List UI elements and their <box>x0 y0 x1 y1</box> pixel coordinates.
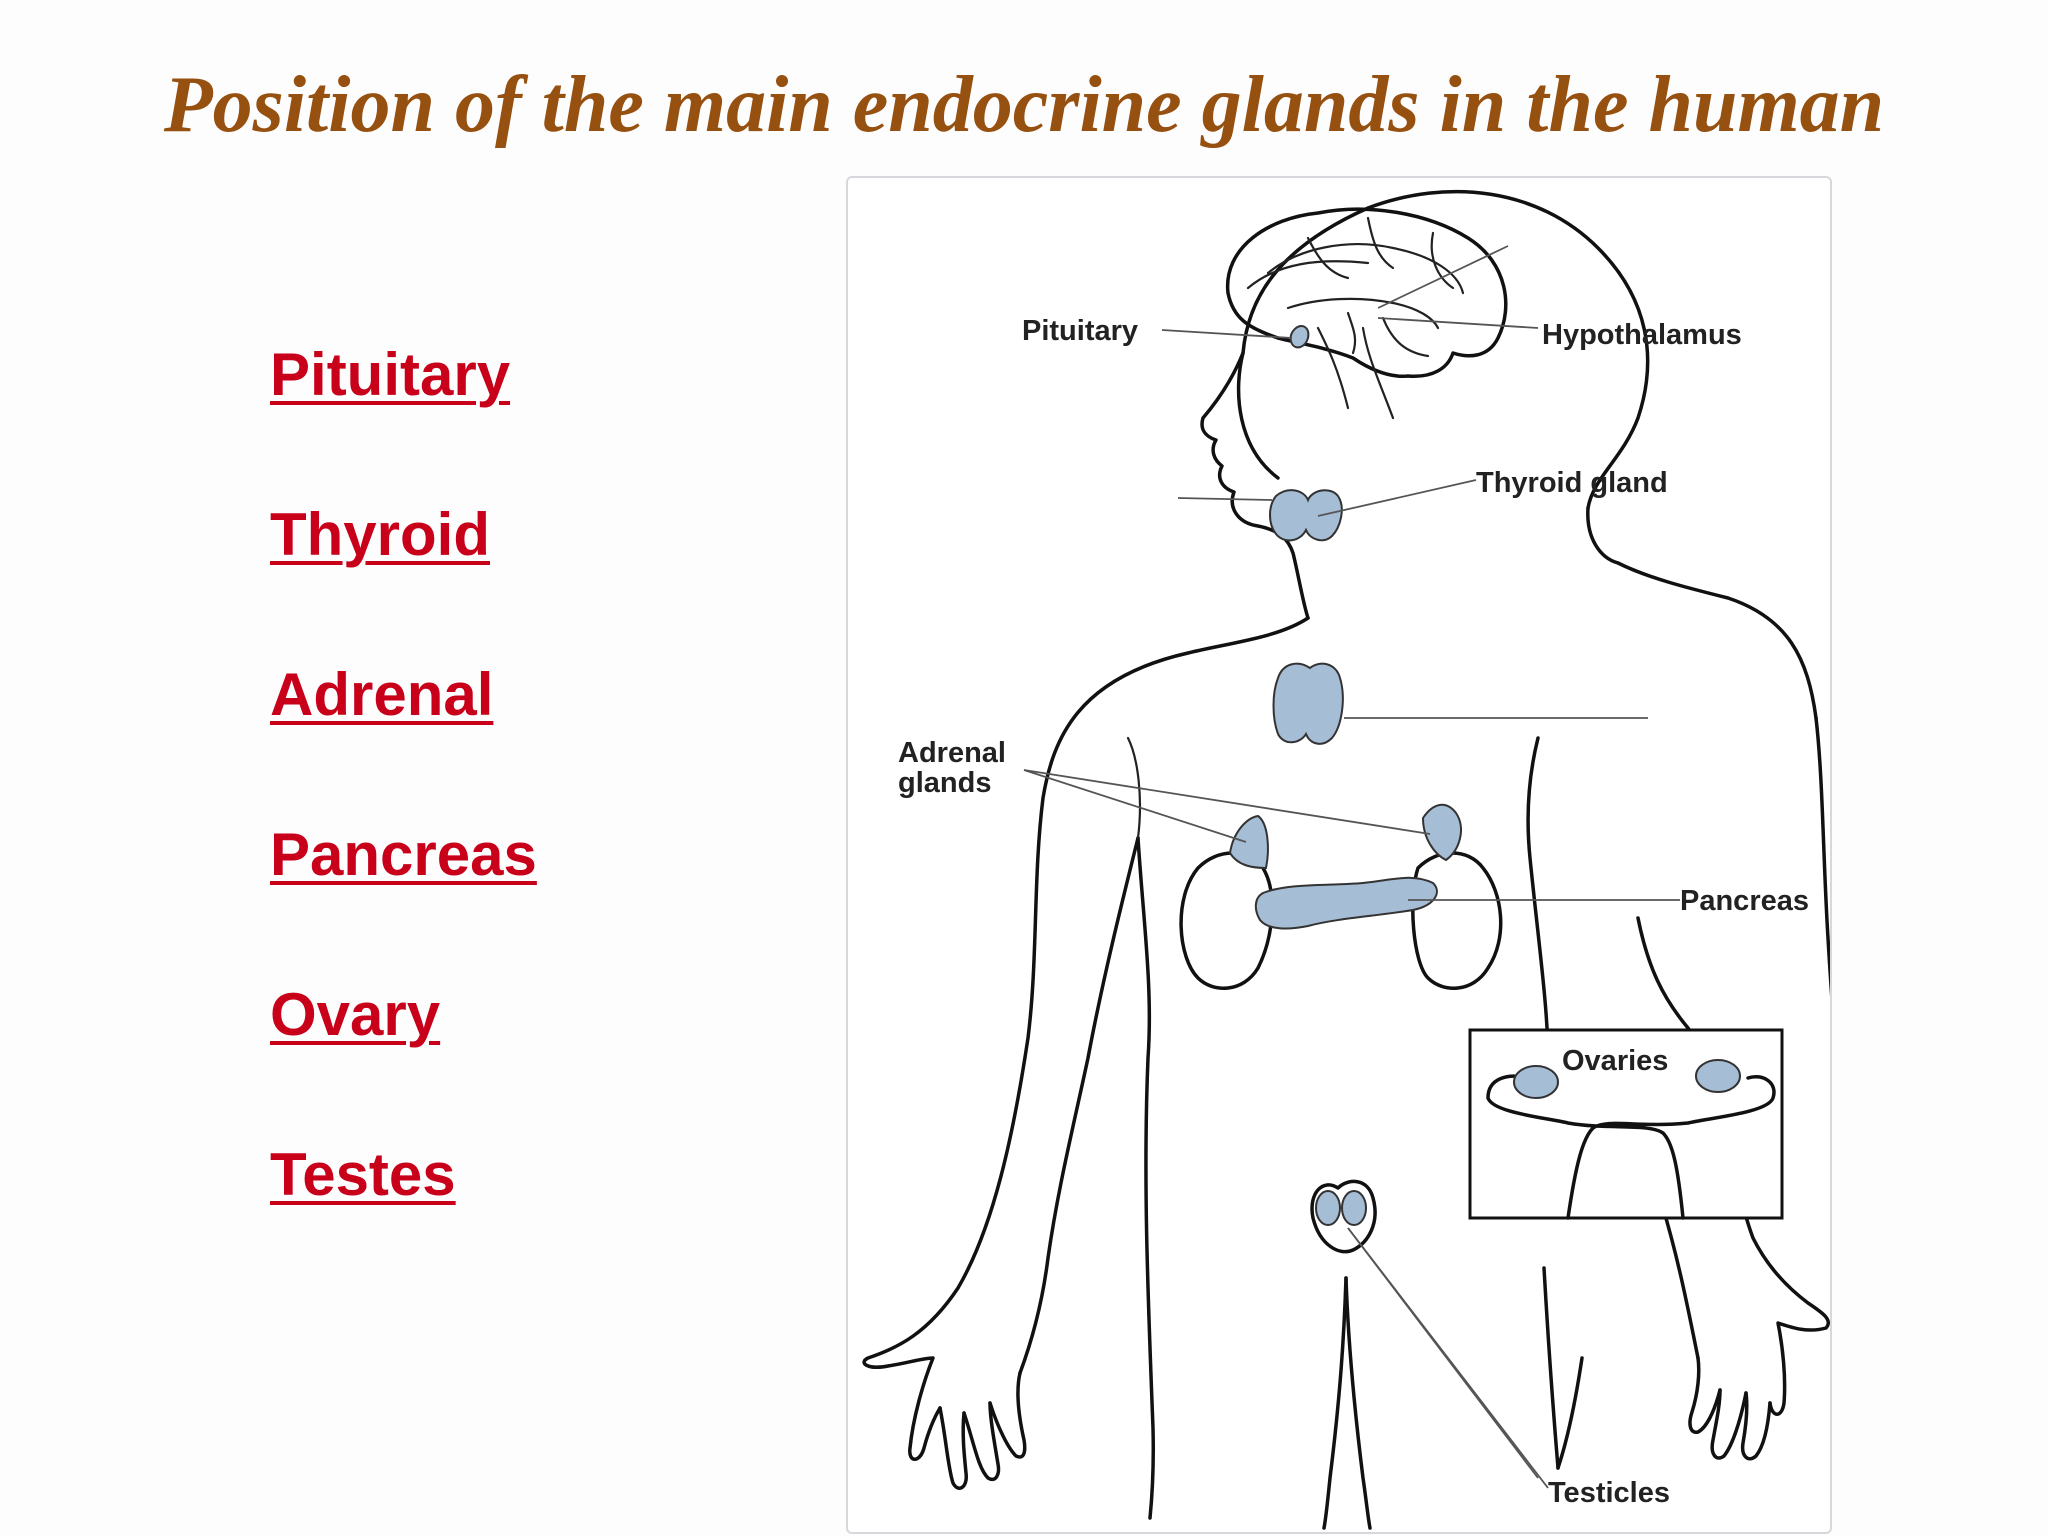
link-pituitary[interactable]: Pituitary <box>270 341 511 408</box>
label-adrenal-line1: Adrenal <box>898 737 1006 769</box>
label-pancreas: Pancreas <box>1680 885 1809 917</box>
link-thyroid[interactable]: Thyroid <box>270 501 490 568</box>
label-pituitary: Pituitary <box>1022 315 1138 347</box>
link-pancreas[interactable]: Pancreas <box>270 821 537 888</box>
link-ovary[interactable]: Ovary <box>270 981 441 1048</box>
gland-list-item: Adrenal <box>270 660 537 820</box>
brain-illustration <box>1225 207 1508 420</box>
ovaries-inset <box>1468 1028 1784 1220</box>
leader-lines <box>1023 245 1680 1489</box>
kidneys-and-adrenals <box>1179 803 1503 990</box>
human-body-outline <box>862 189 1830 1530</box>
gland-list-item: Ovary <box>270 980 537 1140</box>
label-adrenal-line2: glands <box>898 767 991 799</box>
label-ovaries: Ovaries <box>1562 1045 1668 1077</box>
link-adrenal[interactable]: Adrenal <box>270 661 494 728</box>
label-hypothalamus: Hypothalamus <box>1542 319 1742 351</box>
link-testes[interactable]: Testes <box>270 1141 456 1208</box>
gland-list-item: Pancreas <box>270 820 537 980</box>
thymus-gland-shape <box>1272 662 1344 745</box>
gland-list-item: Thyroid <box>270 500 537 660</box>
gland-link-list: Pituitary Thyroid Adrenal Pancreas Ovary… <box>270 340 537 1300</box>
slide-title: Position of the main endocrine glands in… <box>163 61 1885 149</box>
endocrine-diagram: Pituitary Hypothalamus Thyroid gland Adr… <box>862 189 1830 1530</box>
pancreas-gland-shape <box>1254 876 1438 930</box>
label-thyroid-gland: Thyroid gland <box>1476 467 1668 499</box>
endocrine-diagram-frame: Pituitary Hypothalamus Thyroid gland Adr… <box>846 176 1832 1534</box>
testes-illustration <box>1310 1179 1377 1254</box>
thyroid-gland-shape <box>1269 489 1343 542</box>
gland-list-item: Pituitary <box>270 340 537 500</box>
label-testicles: Testicles <box>1548 1477 1670 1509</box>
gland-list-item: Testes <box>270 1140 537 1300</box>
